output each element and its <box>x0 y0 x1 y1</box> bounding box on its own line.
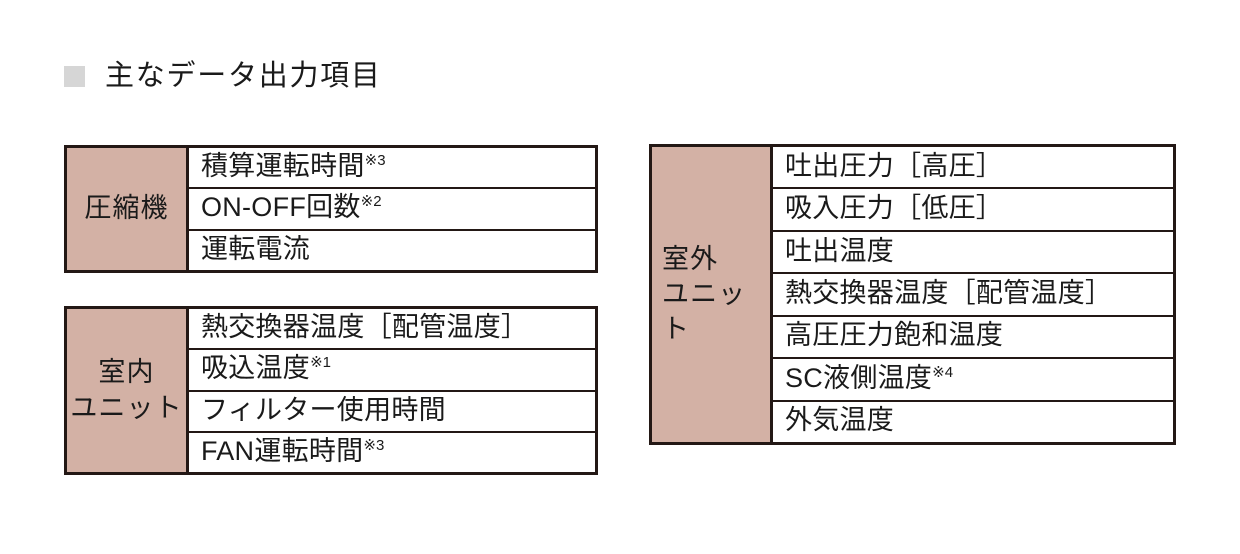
table-row: 外気温度 <box>773 402 1173 442</box>
table-row: 吐出圧力［高圧］ <box>773 147 1173 190</box>
table-cell-label: 積算運転時間 <box>201 151 365 182</box>
table-row: フィルター使用時間 <box>189 392 595 433</box>
table-cell-label: ON-OFF回数 <box>201 192 361 223</box>
square-bullet-icon <box>64 66 85 87</box>
table-cell-note: ※1 <box>310 354 332 372</box>
table-compressor-header-cell: 圧縮機 <box>67 148 189 270</box>
table-row: 高圧圧力飽和温度 <box>773 317 1173 360</box>
table-cell-label: 吸入圧力［低圧］ <box>785 193 1004 224</box>
table-row: SC液側温度※4 <box>773 359 1173 402</box>
table-compressor: 圧縮機 積算運転時間※3 ON-OFF回数※2 運転電流 <box>64 145 598 273</box>
table-outdoor-unit: 室外 ユニット 吐出圧力［高圧］ 吸入圧力［低圧］ 吐出温度 熱交換器温度［配管… <box>649 144 1176 445</box>
table-cell-label: 運転電流 <box>201 233 311 264</box>
table-indoor-unit-header-cell: 室内 ユニット <box>67 309 189 472</box>
table-cell-note: ※4 <box>932 363 954 381</box>
table-cell-label: 熱交換器温度［配管温度］ <box>201 312 529 343</box>
table-row: 吸入圧力［低圧］ <box>773 189 1173 232</box>
table-cell-label: 吐出温度 <box>785 235 895 266</box>
table-row: 積算運転時間※3 <box>189 148 595 190</box>
table-cell-note: ※3 <box>364 152 386 170</box>
table-row: 吐出温度 <box>773 232 1173 275</box>
table-cell-note: ※3 <box>363 436 385 454</box>
table-cell-label: SC液側温度 <box>785 362 933 393</box>
table-outdoor-unit-header-label: 室外 ユニット <box>662 243 747 345</box>
table-compressor-rows: 積算運転時間※3 ON-OFF回数※2 運転電流 <box>189 148 595 270</box>
table-cell-label: 吸込温度 <box>201 353 311 384</box>
table-indoor-unit-rows: 熱交換器温度［配管温度］ 吸込温度※1 フィルター使用時間 FAN運転時間※3 <box>189 309 595 472</box>
table-indoor-unit: 室内 ユニット 熱交換器温度［配管温度］ 吸込温度※1 フィルター使用時間 FA… <box>64 306 598 475</box>
table-cell-label: 外気温度 <box>785 405 895 436</box>
table-cell-note: ※2 <box>360 193 382 211</box>
page-heading: 主なデータ出力項目 <box>64 62 382 91</box>
table-cell-label: FAN運転時間 <box>201 435 364 466</box>
table-row: 運転電流 <box>189 231 595 270</box>
table-indoor-unit-header-label: 室内 ユニット <box>70 357 183 423</box>
table-outdoor-unit-rows: 吐出圧力［高圧］ 吸入圧力［低圧］ 吐出温度 熱交換器温度［配管温度］ 高圧圧力… <box>773 147 1173 442</box>
table-row: 吸込温度※1 <box>189 350 595 392</box>
table-row: ON-OFF回数※2 <box>189 189 595 231</box>
table-outdoor-unit-header-cell: 室外 ユニット <box>652 147 773 442</box>
table-row: 熱交換器温度［配管温度］ <box>189 309 595 351</box>
table-cell-label: 吐出圧力［高圧］ <box>785 150 1004 181</box>
table-cell-label: フィルター使用時間 <box>201 394 446 425</box>
table-cell-label: 高圧圧力飽和温度 <box>785 320 1004 351</box>
page-title: 主なデータ出力項目 <box>105 60 382 92</box>
table-cell-label: 熱交換器温度［配管温度］ <box>785 277 1113 308</box>
table-row: FAN運転時間※3 <box>189 433 595 472</box>
table-compressor-header-label: 圧縮機 <box>84 193 169 224</box>
table-row: 熱交換器温度［配管温度］ <box>773 274 1173 317</box>
